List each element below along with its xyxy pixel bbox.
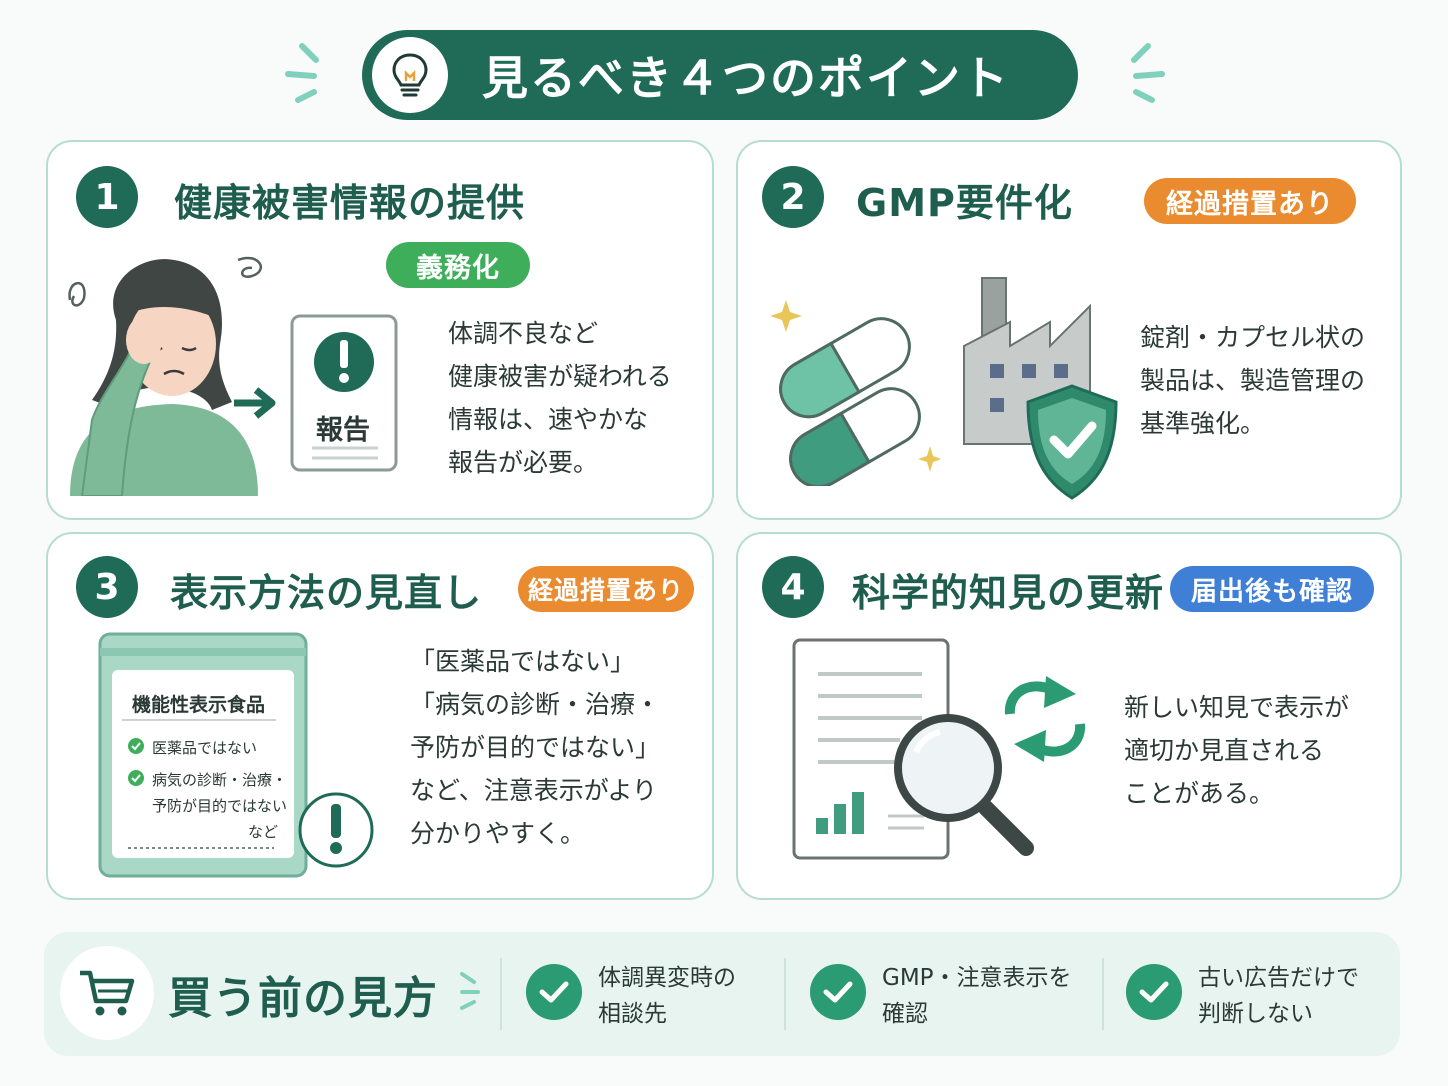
lightbulb-icon [372,37,448,113]
point-description: 新しい知見で表示が 適切か見直される ことがある。 [1124,693,1350,808]
package-title: 機能性表示食品 [132,694,266,716]
report-label: 報告 [316,415,370,446]
status-badge: 義務化 [386,242,530,288]
magnifier-icon [894,714,1034,856]
point-description: 「医薬品ではない」 「病気の診断・治療・ 予防が目的ではない」 など、注意表示が… [410,647,661,848]
shield-check-icon [1026,384,1118,500]
status-badge: 経過措置あり [518,566,694,612]
sparkle-icon [285,43,319,103]
page-title: 見るべき４つのポイント [482,51,1010,105]
tip-item: 体調異変時の 相談先 [598,965,736,1027]
report-document-icon [290,314,398,472]
point-description: 錠剤・カプセル状の 製品は、製造管理の 基準強化。 [1140,323,1366,438]
refresh-icon [1004,676,1086,762]
unwell-person-illustration [68,256,262,496]
sparkle-icon [1131,43,1165,103]
package-item: など [248,823,279,841]
package-item: 予防が目的ではない [152,797,288,815]
check-icon [1126,964,1182,1020]
divider [500,958,502,1030]
tip-item: 古い広告だけで 判断しない [1198,965,1359,1027]
package-illustration [98,632,374,878]
tip-item: GMP・注意表示を 確認 [882,965,1072,1027]
divider [784,958,786,1030]
status-badge: 経過措置あり [1144,178,1356,224]
bottom-title: 買う前の見方 [168,973,438,1024]
point-title: 科学的知見の更新 [852,571,1165,615]
package-item: 病気の診断・治療・ [152,771,288,789]
point-title: 表示方法の見直し [170,571,483,615]
divider [1102,958,1104,1030]
check-icon [526,964,582,1020]
point-number: 1 [76,166,138,228]
factory-icon [963,277,1118,500]
point-title: GMP要件化 [856,181,1073,225]
point-title: 健康被害情報の提供 [174,181,526,225]
point-number: 3 [76,556,138,618]
document-review-illustration [792,638,1086,860]
title-banner: 見るべき４つのポイント [362,30,1078,120]
point-number: 2 [762,166,824,228]
cart-icon [60,946,154,1040]
arrow-right-icon [234,387,276,419]
capsule-icon [770,300,940,486]
point-description: 体調不良など 健康被害が疑われる 情報は、速やかな 報告が必要。 [448,319,672,477]
point-number: 4 [762,556,824,618]
check-icon [810,964,866,1020]
package-item: 医薬品ではない [152,739,258,757]
sparkle-icon [460,972,480,1010]
status-badge: 届出後も確認 [1170,566,1374,612]
